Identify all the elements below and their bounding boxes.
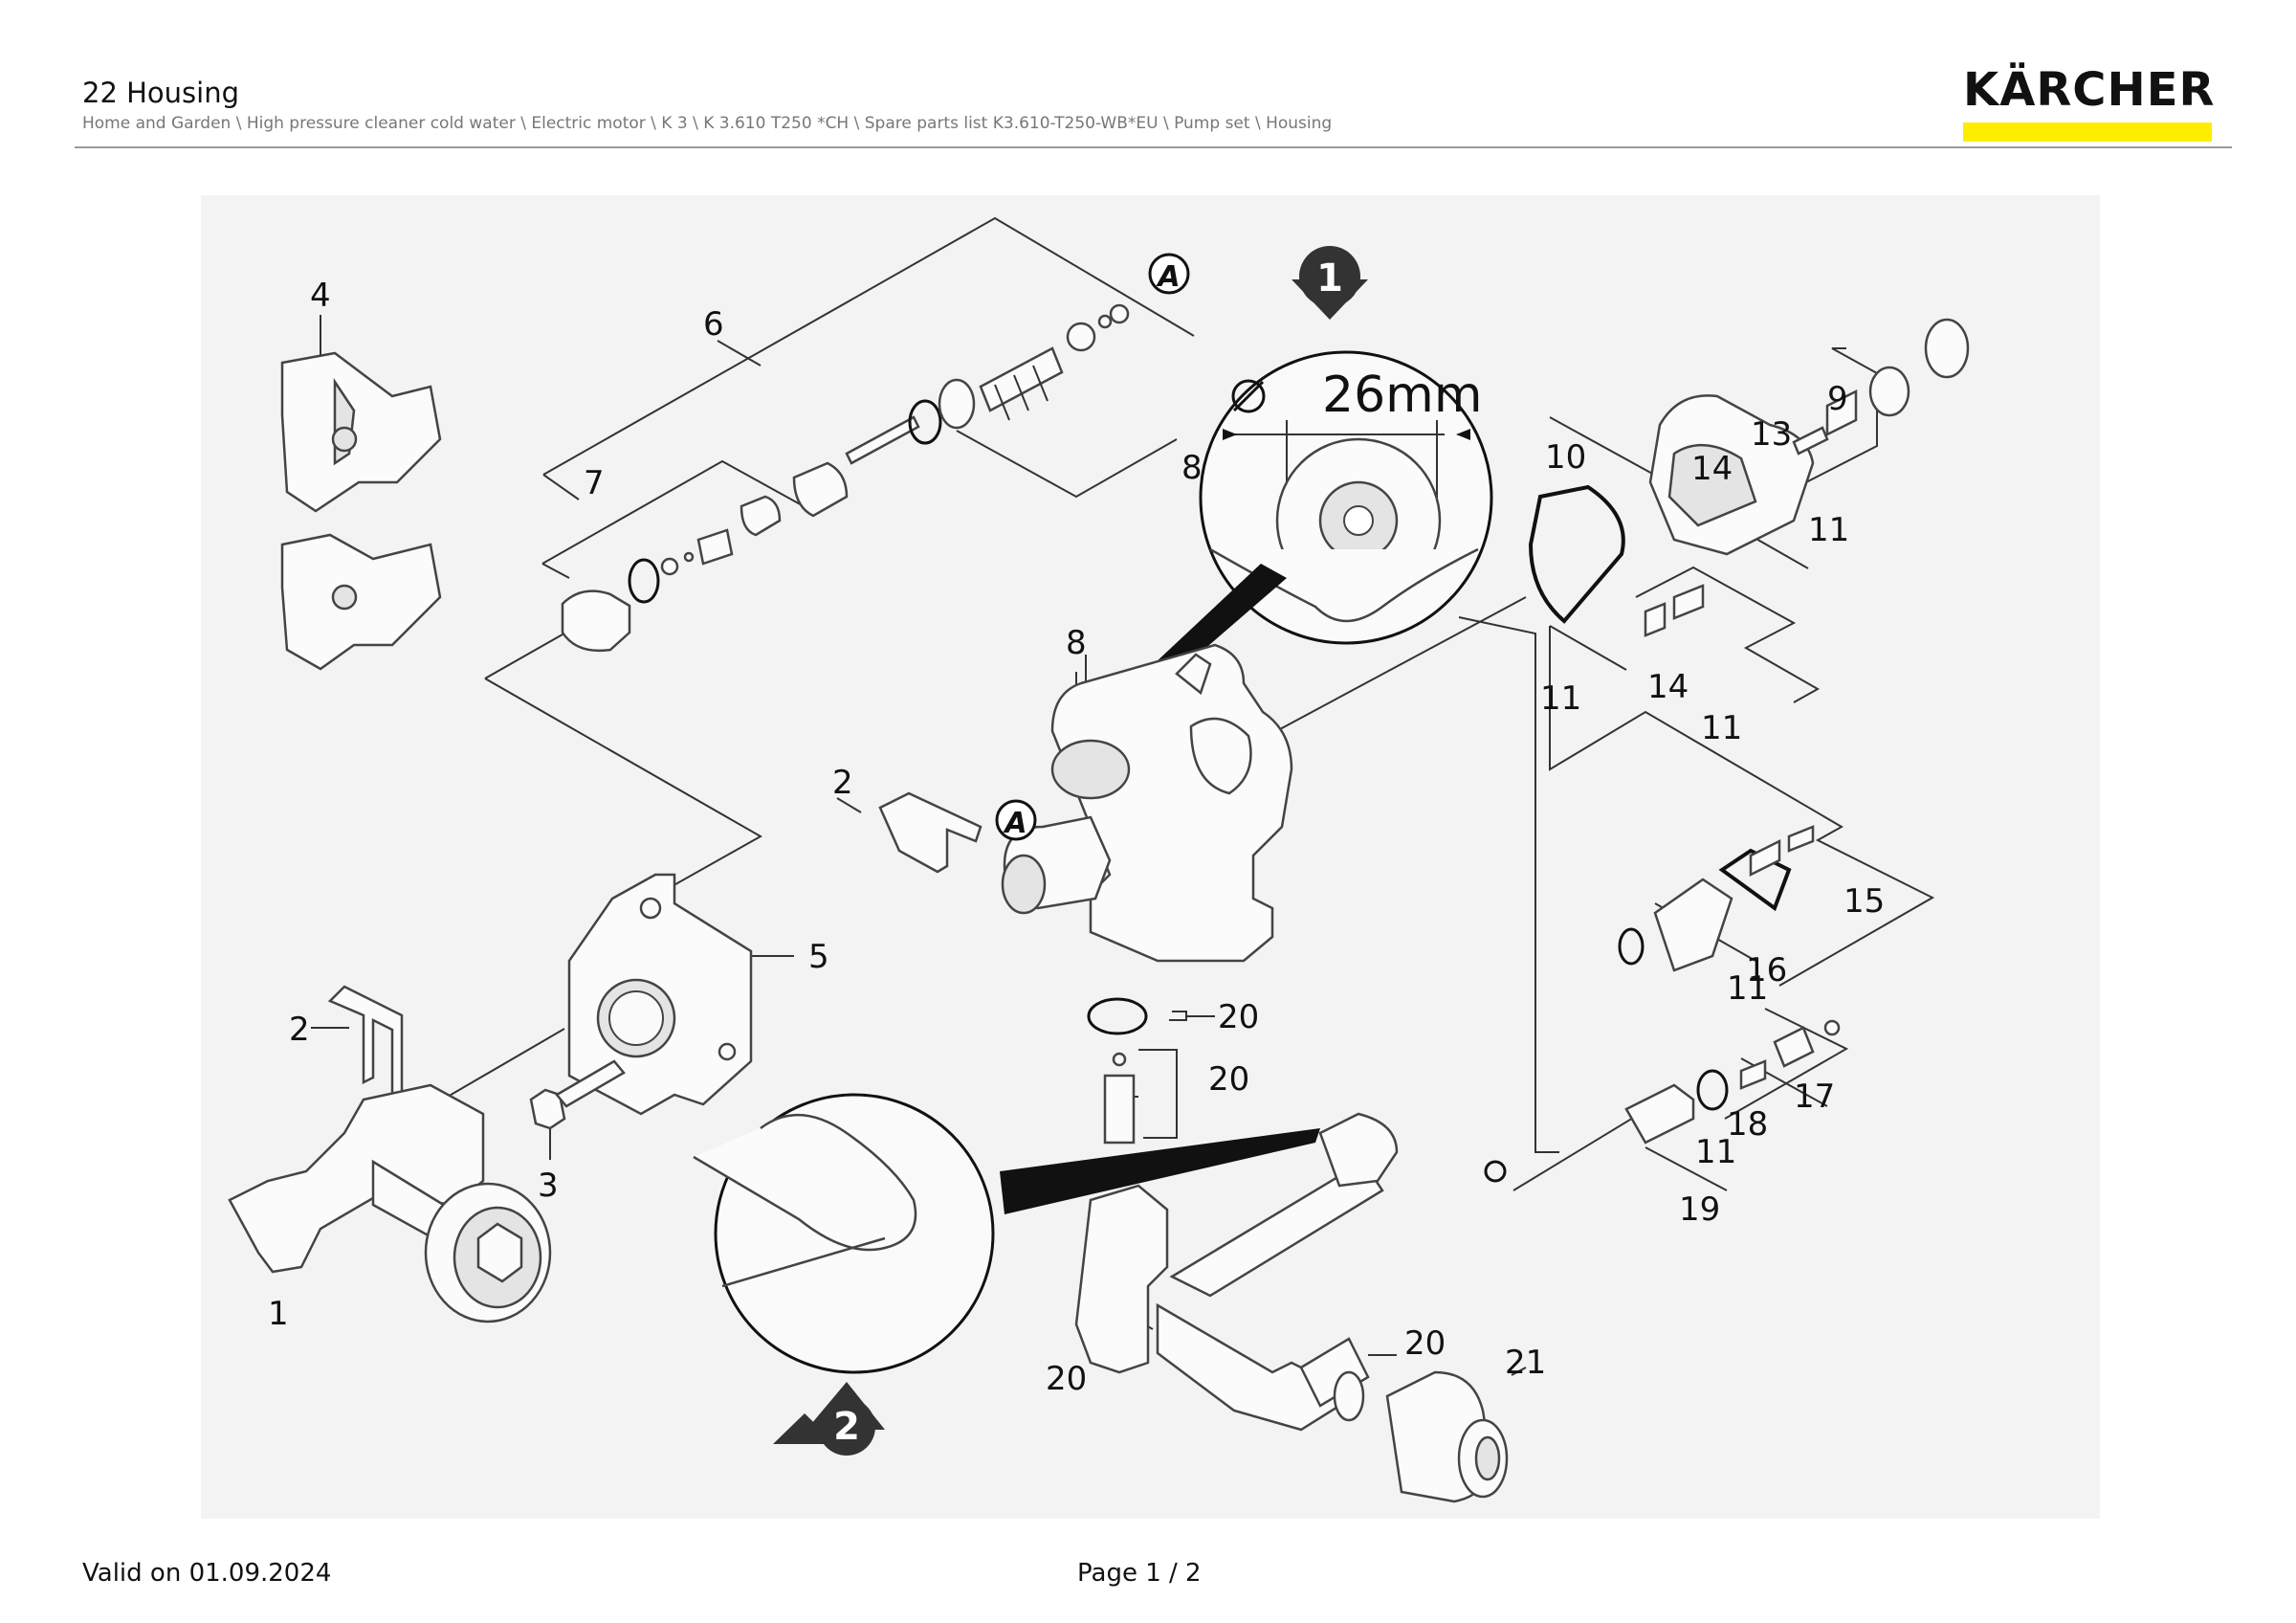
logo-yellow-bar xyxy=(1963,122,2212,142)
dimension-label: 26mm xyxy=(1322,367,1482,424)
callout-4: 4 xyxy=(310,277,331,315)
callout-14-top: 14 xyxy=(1691,450,1733,488)
detail-2-marker-label: 2 xyxy=(833,1405,860,1449)
callout-20-b: 20 xyxy=(1208,1060,1249,1099)
callout-8-center: 8 xyxy=(1066,624,1087,662)
callout-1: 1 xyxy=(268,1295,289,1333)
part-10-gasket xyxy=(1528,484,1625,624)
callout-15: 15 xyxy=(1843,882,1885,921)
header-divider xyxy=(75,146,2232,148)
callout-7: 7 xyxy=(584,464,605,502)
leader-lines xyxy=(267,216,1935,1376)
callout-10: 10 xyxy=(1545,438,1586,477)
part-11-valve-housing xyxy=(1648,318,1970,556)
drawing-svg: 1 26mm A A xyxy=(228,216,1970,1503)
part-1-outlet-connector xyxy=(228,1083,552,1323)
callout-14-mid: 14 xyxy=(1647,668,1689,706)
callout-11-c: 11 xyxy=(1701,709,1742,747)
callout-11-d: 11 xyxy=(1727,969,1768,1008)
right-small-parts xyxy=(1484,584,1841,1183)
part-21-inlet-assembly xyxy=(1074,997,1509,1503)
callout-19: 19 xyxy=(1679,1190,1720,1229)
callout-6: 6 xyxy=(703,305,724,344)
callout-20-d: 20 xyxy=(1046,1360,1087,1398)
breadcrumb: Home and Garden \ High pressure cleaner … xyxy=(82,114,1333,133)
part-5-flange xyxy=(567,873,753,1116)
callout-16: 16 xyxy=(1746,951,1787,989)
logo-wordmark: KÄRCHER xyxy=(1963,63,2216,117)
callout-2-lower: 2 xyxy=(289,1011,310,1049)
callout-17: 17 xyxy=(1794,1078,1835,1116)
callout-8-top: 8 xyxy=(1181,449,1203,487)
callout-9: 9 xyxy=(1827,380,1848,418)
callout-20-c: 20 xyxy=(1404,1324,1446,1363)
callout-13: 13 xyxy=(1751,415,1792,454)
callout-numbers: 1 2 2 3 4 5 6 7 8 8 9 10 11 11 11 11 11 … xyxy=(268,277,1885,1398)
callout-11-e: 11 xyxy=(1695,1133,1736,1171)
callout-5: 5 xyxy=(808,938,829,976)
exploded-parts-drawing: 1 26mm A A xyxy=(201,195,2100,1519)
footer-valid-date: Valid on 01.09.2024 xyxy=(82,1559,332,1588)
karcher-logo: KÄRCHER xyxy=(1963,63,2216,142)
callout-2-center: 2 xyxy=(832,764,853,802)
part-2-clip-center xyxy=(878,791,982,874)
callout-11-b: 11 xyxy=(1540,679,1581,718)
callout-18: 18 xyxy=(1727,1105,1768,1144)
detail-1-marker-label: 1 xyxy=(1316,256,1343,300)
callout-11-a: 11 xyxy=(1808,511,1849,549)
detail-2-view: 2 xyxy=(693,1093,1320,1456)
callout-3: 3 xyxy=(538,1167,559,1205)
part-4-clamp xyxy=(280,315,442,671)
part-3-screw xyxy=(529,1059,626,1130)
ref-a-center-label: A xyxy=(1003,807,1027,840)
page-title: 22 Housing xyxy=(82,77,240,109)
part-2-clip-lower xyxy=(327,985,404,1100)
ref-a-marker-top: A xyxy=(1148,253,1190,295)
footer-page-number: Page 1 / 2 xyxy=(1077,1559,1202,1588)
part-7-valve xyxy=(561,303,1130,653)
callout-20-a: 20 xyxy=(1218,998,1259,1036)
part-8-pump-head xyxy=(1001,643,1293,963)
ref-a-top-label: A xyxy=(1156,260,1180,294)
ref-a-marker-center: A xyxy=(995,799,1037,841)
callout-21: 21 xyxy=(1505,1344,1546,1382)
